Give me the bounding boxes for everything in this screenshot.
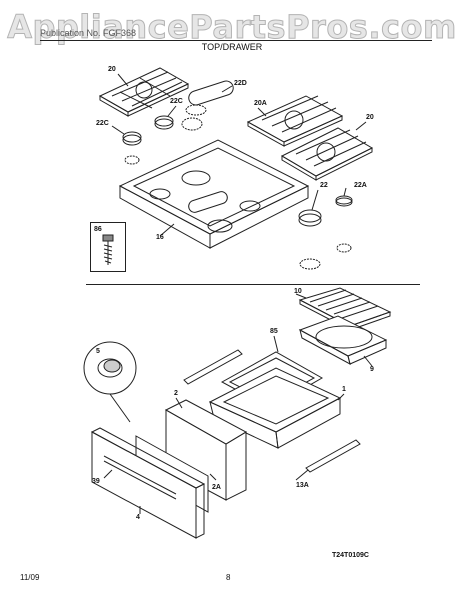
callout-4: 4 <box>136 514 140 521</box>
callout-2a: 2A <box>212 484 221 491</box>
callout-22c-left: 22C <box>96 120 109 127</box>
drawer-slide-right <box>305 439 361 473</box>
callout-5: 5 <box>96 348 100 355</box>
drawer-panel-2 <box>164 399 248 501</box>
broiler-pan-9 <box>298 315 388 365</box>
callout-85: 85 <box>270 328 278 335</box>
diagram-code: T24T0109C <box>332 552 369 559</box>
callout-1: 1 <box>342 386 346 393</box>
burner-cap-22c-left <box>122 131 142 165</box>
callout-22c-mid: 22C <box>170 98 183 105</box>
page-number: 8 <box>226 573 231 582</box>
burner-cap-22c-mid <box>154 115 174 130</box>
drawer-body-1 <box>208 367 342 449</box>
cooktop-16 <box>118 139 310 249</box>
section-title: TOP/DRAWER <box>201 42 263 52</box>
callout-86: 86 <box>94 226 102 233</box>
burner-cap-oval-22d <box>188 80 234 106</box>
drawer-knob-5 <box>83 341 137 423</box>
footer-date: 11/09 <box>20 573 40 582</box>
burner-grate-left <box>98 67 190 117</box>
header-rule <box>40 40 432 41</box>
callout-13a: 13A <box>296 482 309 489</box>
callout-22a: 22A <box>354 182 367 189</box>
callout-9: 9 <box>370 366 374 373</box>
screw-inset-box <box>90 222 126 272</box>
callout-2: 2 <box>174 390 178 397</box>
callout-39: 39 <box>92 478 100 485</box>
callout-20a: 20A <box>254 100 267 107</box>
burner-cap-22 <box>298 209 322 270</box>
drawer-slide-left <box>183 349 243 385</box>
callout-20-right: 20 <box>366 114 374 121</box>
publication-number: Publication No. FGF368 <box>40 28 137 38</box>
callout-22d: 22D <box>234 80 247 87</box>
callout-16: 16 <box>156 234 164 241</box>
burner-cap-22a <box>335 195 353 253</box>
burner-grate-right <box>280 127 374 181</box>
drawer-front-4 <box>90 427 206 539</box>
callout-22: 22 <box>320 182 328 189</box>
screw-icon <box>102 234 114 265</box>
section-divider <box>86 284 420 285</box>
burner-grate-20a <box>246 95 344 147</box>
callout-10: 10 <box>294 288 302 295</box>
callout-20-left: 20 <box>108 66 116 73</box>
